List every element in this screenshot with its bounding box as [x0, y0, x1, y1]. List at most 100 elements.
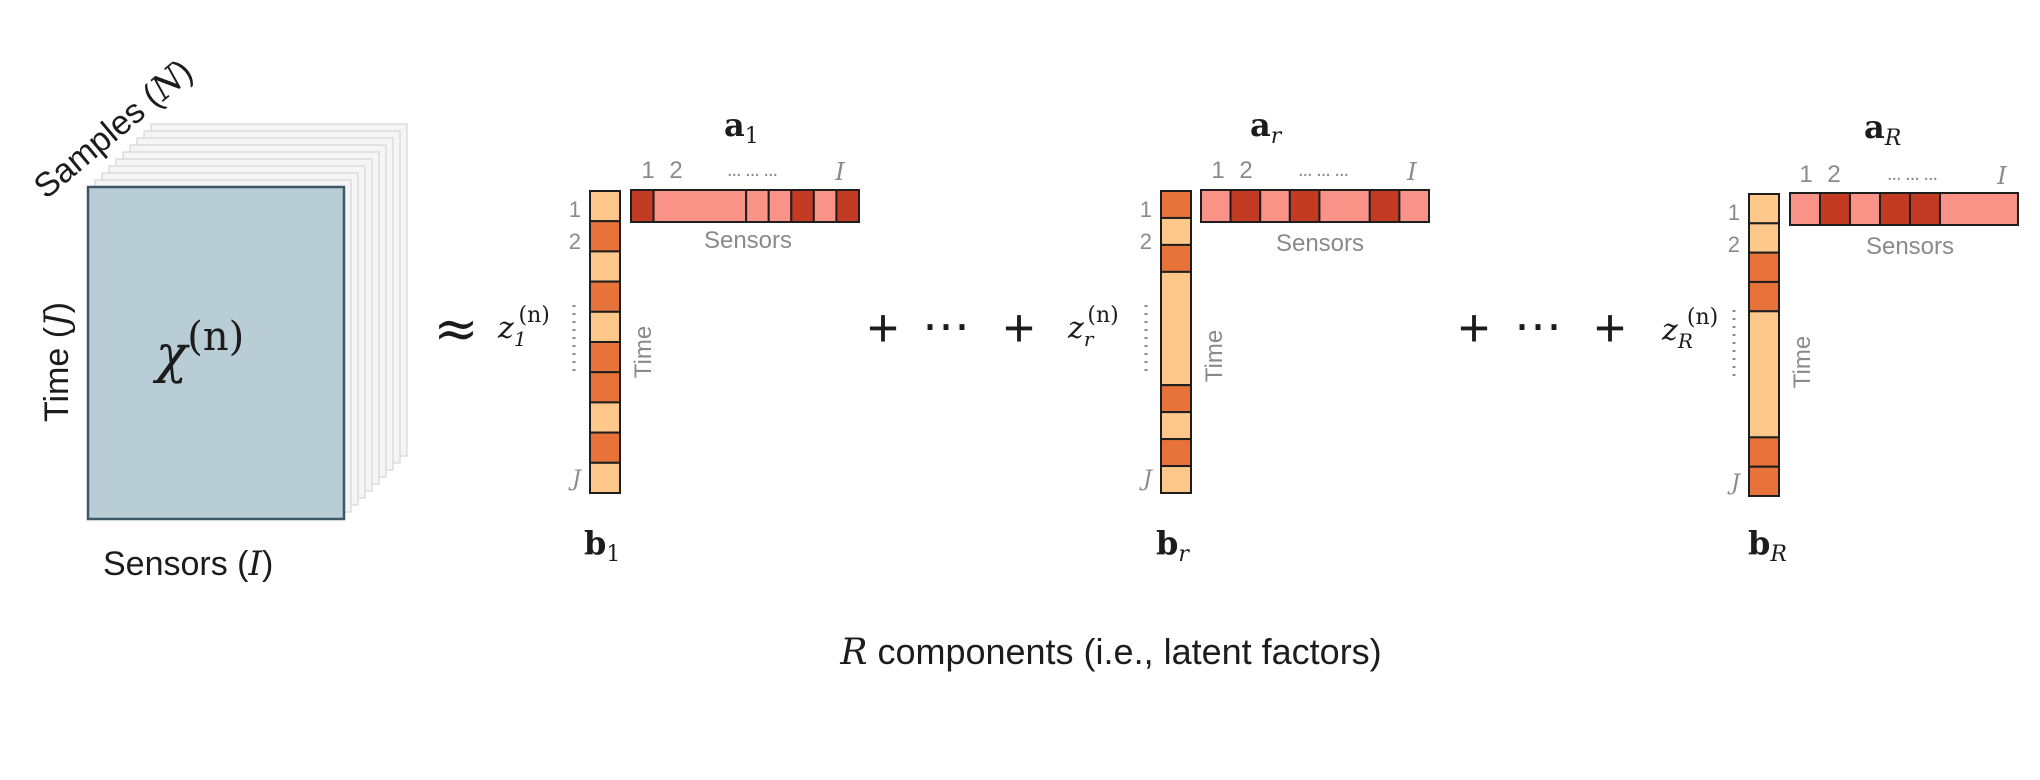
b-vector-cell-light [1748, 310, 1780, 439]
time-index-1: 1 [1140, 197, 1152, 222]
b-vector-cell-dark [1160, 384, 1192, 414]
b-vector-cell-light [1160, 270, 1192, 387]
b-vector-cell-light [589, 310, 621, 343]
a-vector-cell-medium [1200, 189, 1232, 223]
a-vector-row [1200, 189, 1431, 223]
z-coefficient-label: zr(n) [1067, 303, 1119, 351]
time-index-1: 1 [569, 197, 581, 222]
a-vector-cell-dark [1908, 192, 1941, 226]
b-vector-cell-dark [1748, 280, 1780, 313]
sensor-index-last: I [1996, 162, 2007, 190]
b-vector-cell-dark [589, 371, 621, 404]
b-vector-column [1160, 190, 1192, 494]
plus-symbol-4: + [1594, 298, 1626, 358]
tensor-symbol: χ(n) [152, 314, 245, 385]
b-vector-cell-dark [1160, 438, 1192, 468]
sensor-index-1: 1 [1211, 157, 1224, 184]
b-vector-label: b1 [584, 524, 620, 567]
component-r: ar br zr(n) 1 2 J 1 2 ... ... ... I Sens… [1067, 106, 1431, 567]
time-index-last: J [1139, 467, 1153, 492]
a-vector-cell-medium [1318, 189, 1371, 223]
time-index-last: J [568, 467, 582, 492]
b-vector-cell-light [589, 190, 621, 223]
sensor-index-dots: ... ... ... [727, 159, 777, 181]
b-vector-cell-dark [589, 280, 621, 313]
time-index-2: 2 [1728, 232, 1740, 257]
a-vector-cell-dark [1288, 189, 1321, 223]
b-vector-cell-dark [1160, 190, 1192, 219]
time-index-1: 1 [1728, 200, 1740, 225]
a-vector-label: aR [1864, 108, 1901, 151]
a-vector-cell-dark [835, 189, 860, 223]
b-vector-cell-light [589, 250, 621, 283]
b-vector-cell-dark [1748, 251, 1780, 283]
component-1: a1 b1 z1(n) 1 2 J 1 2 ... ... ... I Sens… [497, 106, 860, 567]
b-vector-cell-light [589, 401, 621, 434]
tensor-front-slice [86, 185, 346, 521]
b-vector-cell-light [1748, 193, 1780, 225]
sensors-label: Sensors [704, 227, 792, 254]
a-vector-cell-medium [652, 189, 748, 223]
time-label: Time [1201, 330, 1228, 382]
b-vector-cell-dark [589, 341, 621, 374]
plus-symbol-2: + [1003, 298, 1035, 358]
time-axis-label: Time (J) [37, 302, 77, 422]
sensor-index-dots: ... ... ... [1298, 159, 1348, 181]
b-vector-cell-light [1160, 465, 1192, 494]
a-vector-label: ar [1250, 106, 1283, 149]
b-vector-cell-light [1748, 222, 1780, 254]
sensor-index-1: 1 [641, 157, 654, 184]
plus-symbol-1: + [867, 298, 899, 358]
a-vector-cell-medium [1789, 192, 1821, 226]
a-vector-cell-dark [1368, 189, 1401, 223]
a-vector-cell-medium [1398, 189, 1431, 223]
a-vector-cell-dark [1818, 192, 1851, 226]
b-vector-column [1748, 193, 1780, 498]
a-vector-cell-medium [1259, 189, 1291, 223]
approx-symbol: ≈ [433, 297, 478, 360]
b-vector-cell-dark [1748, 436, 1780, 468]
b-vector-label: br [1156, 524, 1190, 567]
a-vector-cell-dark [630, 189, 655, 223]
ellipsis-symbol-2: ⋯ [1514, 300, 1562, 353]
b-vector-label: bR [1748, 524, 1787, 567]
plus-symbol-3: + [1458, 298, 1490, 358]
time-label: Time [630, 326, 657, 378]
sensors-label: Sensors [1276, 230, 1364, 257]
a-vector-cell-medium [1938, 192, 2019, 226]
component-R: aR bR zR(n) 1 2 J 1 2 ... ... ... I Sens… [1661, 108, 2019, 567]
a-vector-row [630, 189, 860, 223]
a-vector-cell-medium [767, 189, 793, 223]
sensor-index-2: 2 [669, 157, 682, 184]
a-vector-cell-dark [1878, 192, 1911, 226]
a-vector-label: a1 [724, 106, 759, 149]
ellipsis-symbol-1: ⋯ [922, 300, 970, 353]
b-vector-cell-light [589, 461, 621, 494]
a-vector-cell-dark [790, 189, 815, 223]
sensors-label: Sensors [1866, 233, 1954, 260]
b-vector-cell-light [1160, 216, 1192, 246]
z-coefficient-label: z1(n) [497, 303, 550, 351]
caption: R components (i.e., latent factors) [839, 631, 1381, 673]
a-vector-cell-dark [1229, 189, 1262, 223]
b-vector-cell-light [1160, 411, 1192, 441]
a-vector-cell-medium [812, 189, 838, 223]
sensor-index-2: 2 [1827, 161, 1840, 188]
a-vector-cell-medium [1848, 192, 1881, 226]
sensor-index-2: 2 [1239, 157, 1252, 184]
time-index-2: 2 [1140, 229, 1152, 254]
sensors-axis-label: Sensors (I) [103, 544, 273, 584]
time-index-2: 2 [569, 229, 581, 254]
time-label: Time [1789, 336, 1816, 388]
b-vector-cell-dark [589, 220, 621, 253]
b-vector-column [589, 190, 621, 494]
b-vector-cell-dark [1748, 465, 1780, 498]
a-vector-row [1789, 192, 2019, 226]
sensor-index-1: 1 [1799, 161, 1812, 188]
sensor-index-dots: ... ... ... [1887, 163, 1937, 185]
a-vector-cell-medium [745, 189, 770, 223]
z-coefficient-label: zR(n) [1661, 305, 1718, 353]
b-vector-cell-dark [1160, 243, 1192, 273]
sensor-index-last: I [834, 158, 845, 186]
